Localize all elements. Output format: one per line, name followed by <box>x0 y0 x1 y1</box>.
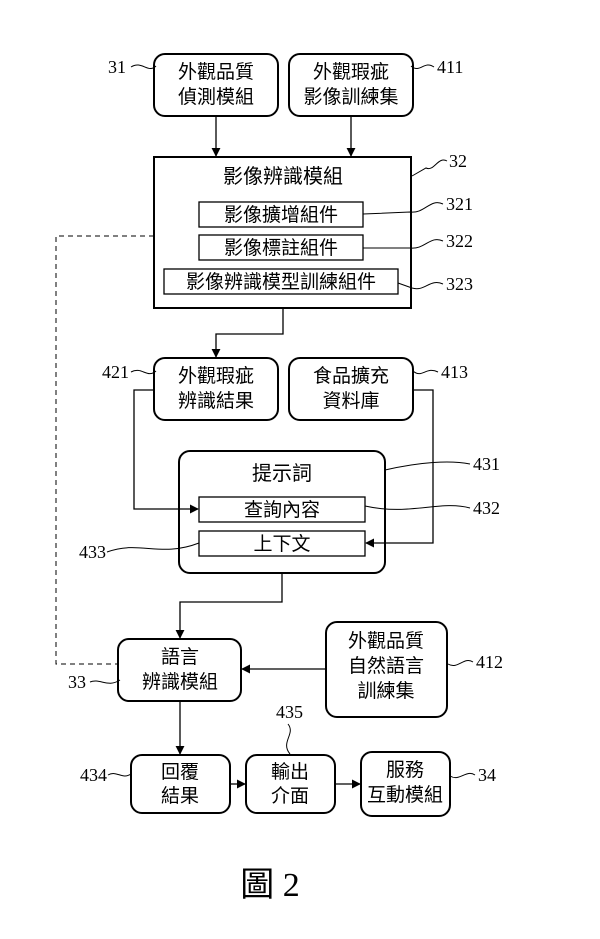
box-line: 影像訓練集 <box>303 86 398 108</box>
box-line: 辨識結果 <box>178 390 254 412</box>
arrow-result-to-query <box>133 389 199 514</box>
leader-322 <box>363 239 444 249</box>
box-line: 介面 <box>271 785 309 807</box>
image-augmentation-component: 影像擴增組件 <box>224 204 338 226</box>
ref-32: 32 <box>449 151 467 171</box>
context-field: 上下文 <box>253 533 310 555</box>
ref-413: 413 <box>441 362 468 382</box>
image-annotation-component: 影像標註組件 <box>224 237 338 259</box>
box-line: 語言 <box>161 646 199 668</box>
ref-321: 321 <box>446 194 473 214</box>
ref-434: 434 <box>80 765 107 785</box>
appearance-quality-detection-module: 外觀品質 偵測模組 <box>153 53 279 117</box>
leader-435 <box>286 723 291 755</box>
arrow-database-to-context <box>365 389 434 548</box>
ref-412: 412 <box>476 652 503 672</box>
ref-432: 432 <box>473 498 500 518</box>
leader-433 <box>106 542 200 553</box>
box-line: 食品擴充 <box>313 365 389 387</box>
reply-result: 回覆 結果 <box>130 754 231 814</box>
arrow-prompt-to-language <box>175 573 283 639</box>
box-line: 辨識模組 <box>142 671 218 693</box>
prompt-title: 提示詞 <box>252 461 312 485</box>
box-line: 服務 <box>386 759 424 781</box>
ref-411: 411 <box>437 57 463 77</box>
ref-323: 323 <box>446 274 473 294</box>
box-line: 結果 <box>161 785 199 807</box>
ref-33: 33 <box>68 672 86 692</box>
box-line: 輸出 <box>271 761 309 783</box>
arrow-recognition-to-result <box>211 308 284 358</box>
leader-432 <box>364 505 471 510</box>
leader-32 <box>411 159 448 177</box>
box-line: 資料庫 <box>322 390 379 412</box>
leader-33 <box>89 679 121 684</box>
query-content-field: 查詢內容 <box>244 499 320 521</box>
ref-431: 431 <box>473 454 500 474</box>
leader-413 <box>412 369 439 375</box>
leader-34 <box>449 772 476 779</box>
leader-323 <box>397 282 444 290</box>
dashed-link <box>55 235 154 665</box>
box-line: 偵測模組 <box>178 86 254 108</box>
box-line: 訓練集 <box>357 680 414 702</box>
leader-434 <box>107 773 132 777</box>
leader-421 <box>130 369 157 375</box>
leader-31 <box>130 64 157 70</box>
box-line: 外觀瑕疵 <box>178 365 254 387</box>
leader-431 <box>384 461 471 471</box>
ref-421: 421 <box>102 362 129 382</box>
box-line: 外觀品質 <box>348 630 424 652</box>
box-line: 外觀品質 <box>178 61 254 83</box>
leader-412 <box>447 660 474 666</box>
language-recognition-module: 語言 辨識模組 <box>117 638 242 702</box>
box-line: 回覆 <box>161 761 199 783</box>
ref-433: 433 <box>79 542 106 562</box>
image-model-training-component: 影像辨識模型訓練組件 <box>186 271 376 293</box>
ref-31: 31 <box>108 57 126 77</box>
box-line: 外觀瑕疵 <box>313 61 389 83</box>
output-interface: 輸出 介面 <box>245 754 336 814</box>
food-expansion-database: 食品擴充 資料庫 <box>288 357 414 421</box>
box-line: 自然語言 <box>348 655 424 677</box>
prompt-box: 提示詞 查詢內容 上下文 <box>178 450 386 574</box>
module-title: 影像辨識模組 <box>223 164 343 188</box>
ref-322: 322 <box>446 231 473 251</box>
figure-label: 圖 2 <box>240 867 300 904</box>
box-line: 互動模組 <box>367 784 443 806</box>
leader-411 <box>410 64 435 70</box>
ref-435: 435 <box>276 702 303 722</box>
ref-34: 34 <box>478 765 496 785</box>
defect-recognition-result: 外觀瑕疵 辨識結果 <box>153 357 279 421</box>
natural-language-training-set: 外觀品質 自然語言 訓練集 <box>325 621 448 718</box>
service-interaction-module: 服務 互動模組 <box>360 751 451 817</box>
image-recognition-module: 影像辨識模組 影像擴增組件 影像標註組件 影像辨識模型訓練組件 <box>153 156 412 309</box>
defect-image-training-set: 外觀瑕疵 影像訓練集 <box>288 53 414 117</box>
leader-321 <box>362 202 444 215</box>
